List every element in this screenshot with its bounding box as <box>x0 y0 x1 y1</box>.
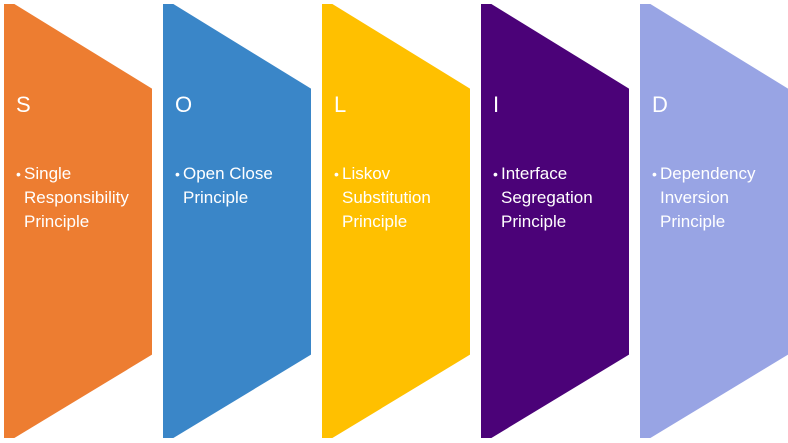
panel-text: Dependency Inversion Principle <box>660 164 756 231</box>
panel-letter: O <box>175 92 193 117</box>
bullet-icon: • <box>175 166 180 182</box>
panel-letter: S <box>16 92 31 117</box>
panel-description: • Interface Segregation Principle <box>493 162 627 234</box>
panel-text: Open Close Principle <box>183 164 273 207</box>
panel-description: • Open Close Principle <box>175 162 309 210</box>
bullet-icon: • <box>493 166 498 182</box>
panel-letter: D <box>652 92 668 117</box>
panel-i: I • Interface Segregation Principle <box>481 4 629 438</box>
panel-d: D • Dependency Inversion Principle <box>640 4 788 438</box>
bullet-icon: • <box>334 166 339 182</box>
panel-l: L • Liskov Substitution Principle <box>322 4 470 438</box>
panel-letter: L <box>334 92 347 117</box>
panel-description: • Dependency Inversion Principle <box>652 162 786 234</box>
panel-description: • Single Responsibility Principle <box>16 162 150 234</box>
panel-o: O • Open Close Principle <box>163 4 311 438</box>
panel-text: Liskov Substitution Principle <box>342 164 431 231</box>
panel-text: Single Responsibility Principle <box>24 164 129 231</box>
bullet-icon: • <box>652 166 657 182</box>
panel-text: Interface Segregation Principle <box>501 164 593 231</box>
panel-letter: I <box>493 92 500 117</box>
bullet-icon: • <box>16 166 21 182</box>
panel-description: • Liskov Substitution Principle <box>334 162 468 234</box>
panel-s: S • Single Responsibility Principle <box>4 4 152 438</box>
